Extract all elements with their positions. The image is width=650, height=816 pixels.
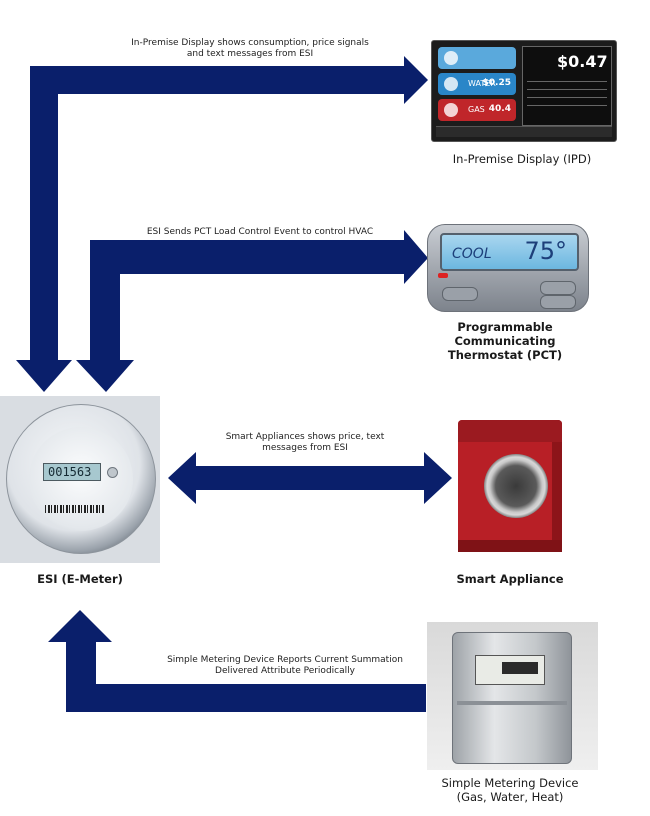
metering-arrow [48,610,426,712]
meter-barcode [45,505,105,513]
thermostat-left-button [442,287,478,301]
pct-flow-caption: ESI Sends PCT Load Control Event to cont… [146,227,374,237]
ipd-gas-button: GAS 40.4 [438,99,516,121]
ipd-electric-button [438,47,516,69]
meter-face: 001563 [29,427,133,531]
meter-sensor-icon [107,467,118,478]
ipd-gas-label: GAS [468,105,485,114]
ipd-screen: $0.47 [522,46,612,126]
meter-reading: 001563 [48,465,92,479]
thermostat-down-button [540,295,576,309]
smart-appliance-image [458,420,562,552]
thermostat-mode: COOL [452,246,492,262]
thermostat-temperature: 75° [524,237,567,265]
ipd-water-value: $0.25 [482,78,511,88]
washer-base [458,540,562,552]
metering-label: Simple Metering Device (Gas, Water, Heat… [441,776,579,804]
washer-door [484,454,548,518]
ipd-flow-caption: In-Premise Display shows consumption, pr… [131,38,369,59]
ipd-arrow [16,56,428,392]
ipd-water-button: WATER $0.25 [438,73,516,95]
esi-meter-image: 001563 [6,404,156,554]
pct-label: Programmable Communicating Thermostat (P… [447,320,563,362]
ipd-label: In-Premise Display (IPD) [452,152,592,166]
thermostat-display: COOL 75° [440,233,579,271]
water-drop-icon [444,77,458,91]
esi-label: ESI (E-Meter) [37,572,123,586]
metering-flow-caption: Simple Metering Device Reports Current S… [167,655,403,676]
lightning-icon [444,51,458,65]
ipd-price: $0.47 [557,52,608,71]
thermostat-up-button [540,281,576,295]
meter-display: 001563 [43,463,101,481]
in-premise-display-image: WATER $0.25 GAS 40.4 $0.47 [431,40,617,142]
gas-meter-seam [457,701,567,705]
flame-icon [444,103,458,117]
washer-control-panel [458,420,562,442]
thermostat-image: COOL 75° [427,224,589,312]
appliance-arrow [168,452,452,504]
ipd-toolbar [436,126,612,137]
gas-meter-digits [502,662,538,674]
pct-arrow [76,230,428,392]
appliance-flow-caption: Smart Appliances shows price, text messa… [225,432,385,453]
ipd-water-label: WATER [468,79,496,88]
ipd-gas-value: 40.4 [488,104,511,114]
thermostat-led [438,273,448,278]
appliance-label: Smart Appliance [456,572,564,586]
gas-meter-window [475,655,545,685]
simple-metering-device-image [452,632,572,764]
